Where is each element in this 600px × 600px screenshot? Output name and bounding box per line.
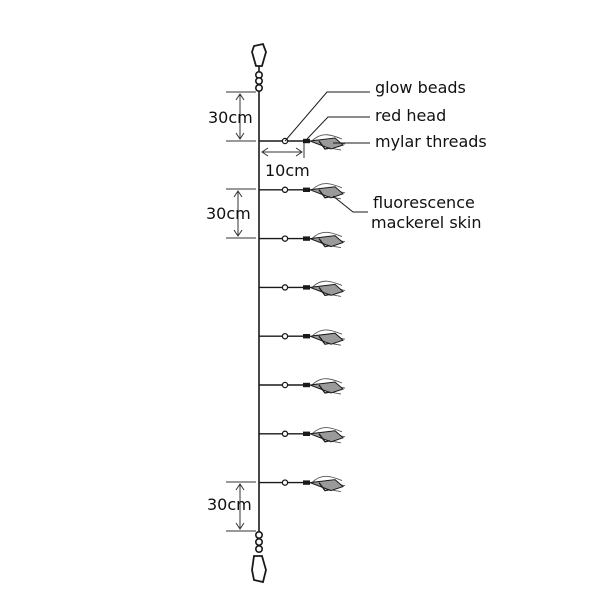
mackerel-skin: [309, 283, 344, 296]
mackerel-skin: [309, 430, 344, 443]
hook-branch: [259, 378, 346, 395]
red-head-leader: [306, 116, 370, 140]
mackerel-skin: [309, 186, 344, 199]
glow-beads-label: glow beads: [375, 78, 466, 97]
mackerel-skin: [309, 332, 344, 345]
bottom-spacing-dimension: [226, 481, 256, 532]
bottom-swivel: [251, 530, 267, 584]
top-spacing-label: 30cm: [208, 108, 253, 127]
hook-point: [318, 238, 331, 248]
branch-length-dimension: [261, 143, 305, 158]
hook-point: [318, 335, 331, 345]
hook-point: [318, 287, 331, 297]
top-spacing-dimension: [226, 91, 256, 142]
red-head: [303, 334, 310, 339]
hook-branch: [259, 475, 346, 493]
glow-beads-leader: [284, 91, 370, 142]
red-head: [303, 138, 310, 144]
hook-point: [318, 384, 331, 394]
glow-bead: [281, 284, 289, 291]
glow-bead: [281, 332, 289, 340]
red-head: [303, 187, 310, 192]
mackerel-skin-leader: [332, 195, 368, 213]
mackerel-skin: [309, 137, 344, 150]
skin-label-line1: fluorescence: [373, 193, 475, 212]
hook-branch: [259, 183, 346, 200]
red-head: [303, 285, 310, 290]
hook-branch: [259, 134, 346, 151]
red-head: [303, 431, 310, 436]
hook-branches: [259, 134, 346, 493]
hook-branch: [259, 427, 346, 444]
hook-point: [318, 189, 331, 199]
bottom-spacing-label: 30cm: [207, 495, 252, 514]
glow-bead: [281, 186, 289, 194]
red-head-label: red head: [375, 106, 446, 125]
mackerel-skin: [309, 235, 344, 248]
callout-leaders: [284, 91, 370, 213]
hook-branch: [259, 329, 346, 346]
skin-label-line2: mackerel skin: [371, 213, 482, 232]
red-head: [303, 480, 310, 485]
glow-bead: [281, 430, 289, 438]
mackerel-skin: [309, 381, 344, 394]
red-head: [303, 382, 310, 388]
hook-point: [318, 482, 331, 492]
hook-branch: [259, 231, 346, 249]
top-swivel: [251, 42, 267, 93]
hook-spacing-dimension: [226, 188, 256, 239]
glow-bead: [281, 235, 289, 242]
red-head: [303, 236, 310, 241]
branch-length-label: 10cm: [265, 161, 310, 180]
hook-spacing-label: 30cm: [206, 204, 251, 223]
glow-bead: [281, 479, 289, 486]
mackerel-skin: [309, 479, 344, 492]
mylar-threads-label: mylar threads: [375, 132, 487, 151]
glow-bead: [281, 381, 289, 389]
hook-point: [318, 433, 331, 443]
hook-branch: [259, 280, 346, 297]
hook-point: [318, 140, 331, 150]
